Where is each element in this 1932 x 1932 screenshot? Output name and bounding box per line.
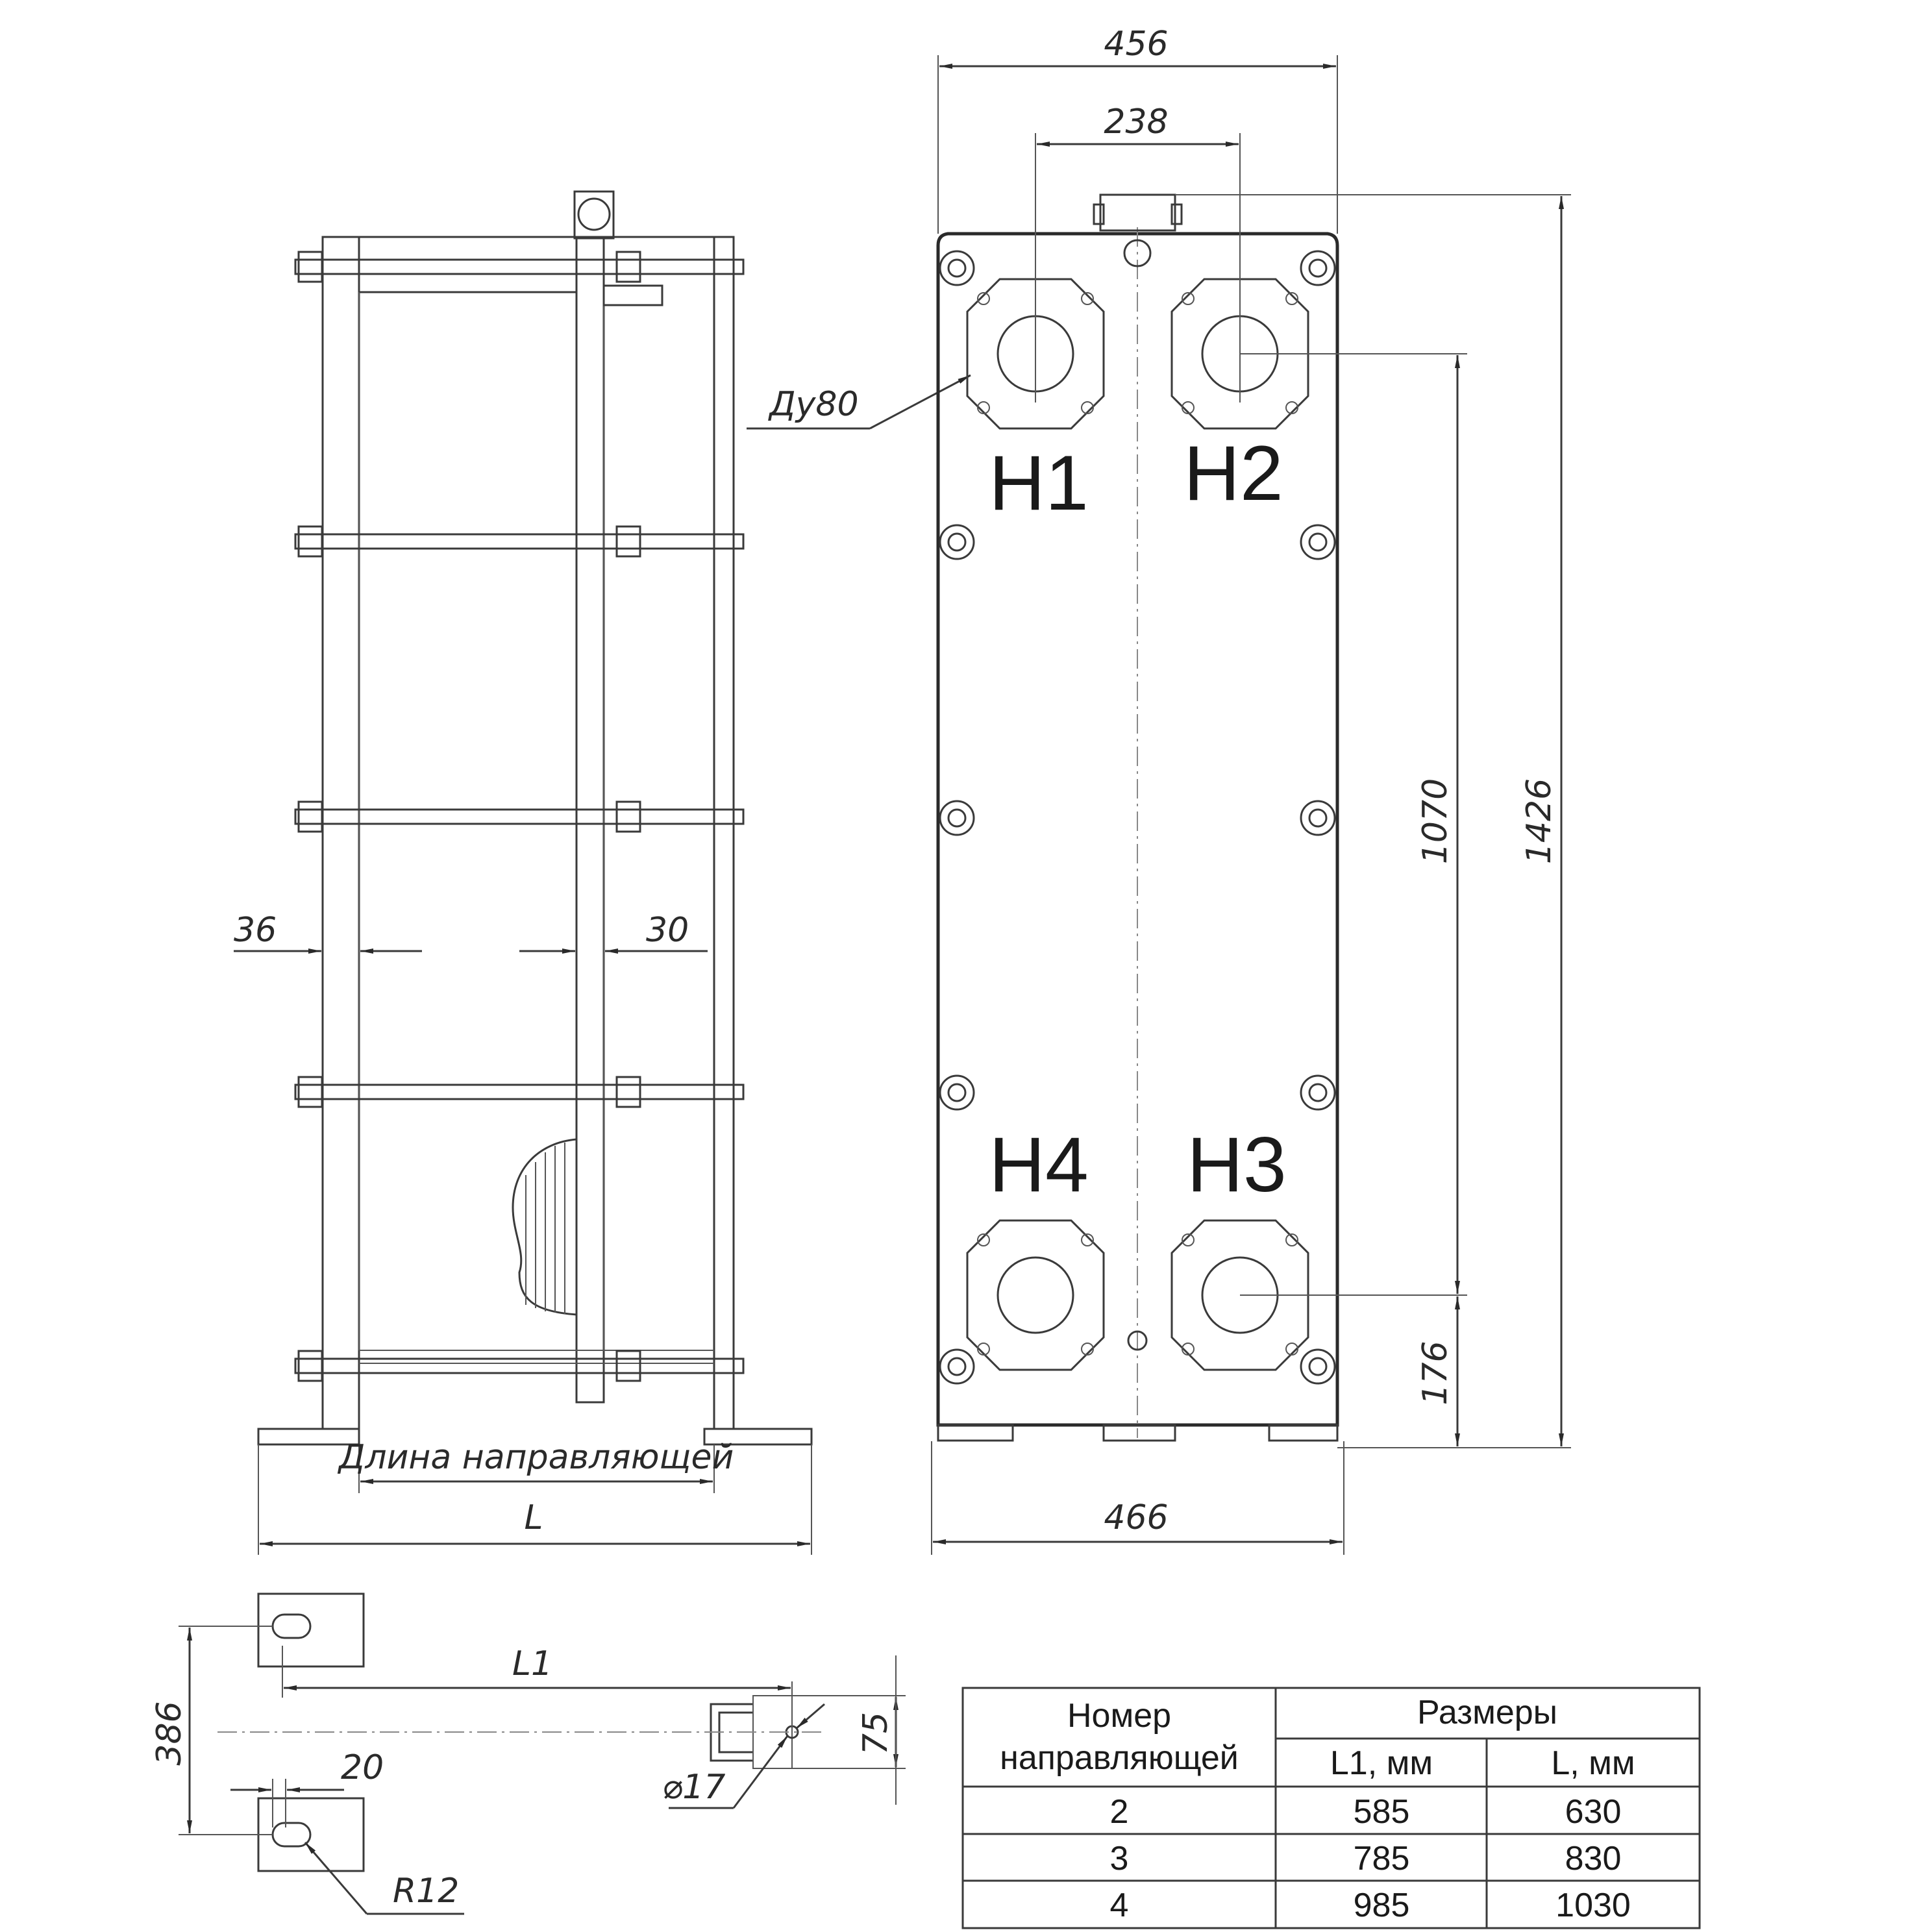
lifting-lug xyxy=(573,190,615,240)
tie-rods xyxy=(294,251,745,1382)
dim-386: 386 xyxy=(150,1701,189,1765)
lifting-eye xyxy=(577,197,611,231)
dim-r12: R12 xyxy=(393,1872,459,1911)
table-col-l: L, мм xyxy=(1551,1744,1635,1782)
frame-bolts xyxy=(939,250,1336,1385)
dim-238: 238 xyxy=(1104,103,1168,142)
table-head-dims: Размеры xyxy=(1417,1694,1557,1731)
dim-36: 36 xyxy=(234,911,277,950)
port-label-h2: H2 xyxy=(1183,430,1283,517)
table-cell-l: 830 xyxy=(1565,1840,1622,1877)
port-label-h3: H3 xyxy=(1187,1121,1286,1208)
table-cell-n: 3 xyxy=(1110,1840,1129,1877)
fixed-plate-column xyxy=(321,236,360,1430)
dim-456: 456 xyxy=(1104,25,1168,64)
guide-bar-detail: L1 386 75 20 ⌀17 R12 xyxy=(150,1592,906,1915)
port-label-h4: H4 xyxy=(989,1121,1088,1208)
front-foot xyxy=(257,1428,360,1446)
dim-20: 20 xyxy=(341,1748,384,1787)
table-head-number-1: Номер xyxy=(1067,1697,1171,1735)
dimensions-table: Номер направляющей Размеры L1, мм L, мм … xyxy=(961,1687,1701,1929)
port-label-h1: H1 xyxy=(989,440,1088,526)
table-cell-l: 630 xyxy=(1565,1793,1622,1831)
front-view: H1 H2 H4 H3 456 238 466 1070 176 xyxy=(931,25,1571,1555)
table-cell-l1: 785 xyxy=(1354,1840,1410,1877)
table-col-l1: L1, мм xyxy=(1330,1744,1433,1782)
plate-cutaway xyxy=(512,1138,577,1316)
dim-d17: ⌀17 xyxy=(662,1768,725,1807)
guide-hole-bottom xyxy=(1127,1330,1148,1351)
slot-top xyxy=(271,1613,312,1639)
dim-30: 30 xyxy=(646,911,689,950)
dim-1070: 1070 xyxy=(1416,778,1455,864)
table-cell-l1: 585 xyxy=(1354,1793,1410,1831)
rear-support-column xyxy=(713,236,735,1430)
dim-L1: L1 xyxy=(512,1644,552,1683)
table-cell-l1: 985 xyxy=(1354,1887,1410,1924)
guide-hole-top xyxy=(1123,239,1152,267)
dim-75: 75 xyxy=(856,1712,895,1755)
dim-1426: 1426 xyxy=(1520,778,1559,864)
rear-foot xyxy=(703,1428,813,1446)
dim-dn80: Ду80 xyxy=(768,385,859,424)
dim-176: 176 xyxy=(1416,1341,1455,1405)
mount-plate-top xyxy=(257,1592,365,1668)
dim-466: 466 xyxy=(1104,1498,1168,1537)
dim-guide-length: Длина направляющей xyxy=(338,1438,734,1477)
top-pin xyxy=(1099,193,1176,232)
table-head-number-2: направляющей xyxy=(1000,1739,1239,1777)
side-view: 36 30 Длина направляющей L Ду80 xyxy=(234,190,971,1555)
pressure-plate xyxy=(575,236,605,1404)
table-cell-l: 1030 xyxy=(1555,1887,1631,1924)
port-flange-h4 xyxy=(966,1219,1105,1371)
slot-bottom xyxy=(271,1822,312,1848)
dim-L: L xyxy=(525,1498,543,1537)
table-cell-n: 2 xyxy=(1110,1793,1129,1831)
table-cell-n: 4 xyxy=(1110,1887,1129,1924)
